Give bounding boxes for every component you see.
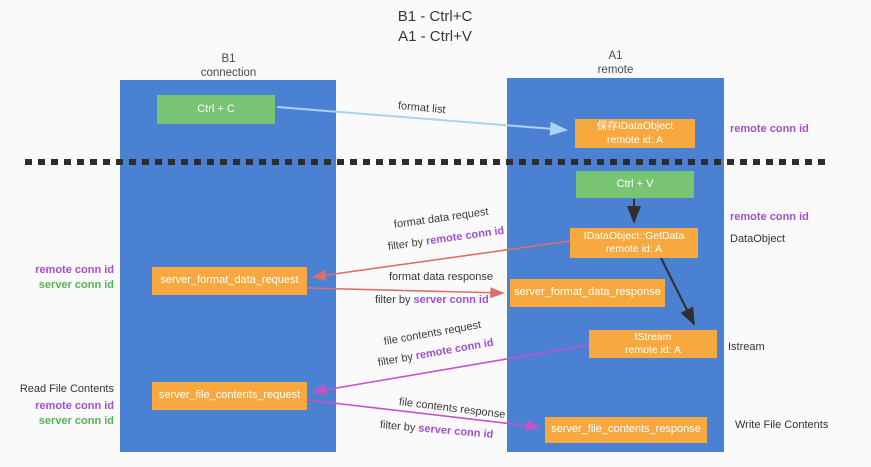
getdata-line2: remote id: A xyxy=(605,243,663,255)
right-dataobject-label: DataObject xyxy=(730,233,786,245)
server-file-contents-response-label: server_file_contents_response xyxy=(551,423,701,436)
left-remote-conn-id-top: remote conn id xyxy=(35,264,114,276)
left-column-header: B1 connection xyxy=(120,53,337,80)
ctrl-c-label: Ctrl + C xyxy=(197,102,235,115)
server-file-contents-response-box: server_file_contents_response xyxy=(545,417,707,443)
filter-by-text: filter by xyxy=(375,294,411,306)
format-data-request-label: format data request xyxy=(393,205,490,231)
filter-by-text: filter by xyxy=(387,236,424,253)
dashed-separator-line xyxy=(25,159,831,165)
server-file-contents-request-box: server_file_contents_request xyxy=(152,382,307,410)
idataobject-getdata-box: IDataObject::GetData remote id: A xyxy=(570,228,698,258)
ctrl-c-box: Ctrl + C xyxy=(157,95,275,124)
right-istream-label: Istream xyxy=(728,341,765,353)
arrow-format-data-response xyxy=(306,287,505,299)
file-contents-response-label: file contents response xyxy=(398,396,506,421)
remote-conn-id-text: remote conn id xyxy=(425,224,506,248)
filter-by-text: filter by xyxy=(376,350,414,369)
server-conn-id-text: server conn id xyxy=(417,422,494,441)
istream-box: IStream remote id: A xyxy=(589,330,717,358)
left-column-name: B1 xyxy=(221,53,236,65)
server-format-data-response-box: server_format_data_response xyxy=(510,279,665,307)
right-column-name: A1 xyxy=(608,50,623,62)
right-remote-conn-id-mid: remote conn id xyxy=(730,211,809,223)
left-remote-conn-id-bottom: remote conn id xyxy=(35,400,114,412)
ctrl-v-box: Ctrl + V xyxy=(576,171,694,198)
right-write-file-contents-label: Write File Contents xyxy=(735,419,829,431)
title-line-b1: B1 - Ctrl+C xyxy=(397,8,473,25)
format-list-label: format list xyxy=(397,100,447,117)
save-idataobject-line2: remote id: A xyxy=(606,133,664,146)
server-format-data-request-box: server_format_data_request xyxy=(152,267,307,295)
istream-line2: remote id: A xyxy=(624,344,682,356)
server-conn-id-text: server conn id xyxy=(413,294,489,306)
save-idataobject-line1: 保存IDataObject xyxy=(596,120,674,133)
left-server-conn-id-bottom: server conn id xyxy=(38,414,114,427)
right-remote-conn-id-top: remote conn id xyxy=(730,123,809,135)
left-server-conn-id-top: server conn id xyxy=(38,278,114,291)
format-data-response-label: format data response xyxy=(389,271,493,283)
left-conn-id-block-top: remote conn id server conn id xyxy=(0,263,114,293)
left-column-role: connection xyxy=(200,66,257,79)
title-line-a1: A1 - Ctrl+V xyxy=(398,27,472,45)
ctrl-v-label: Ctrl + V xyxy=(616,177,654,190)
server-format-data-request-label: server_format_data_request xyxy=(160,274,299,287)
right-column-header: A1 remote xyxy=(507,50,724,77)
right-column-role: remote xyxy=(597,63,634,76)
server-format-data-response-label: server_format_data_response xyxy=(514,286,661,299)
istream-line1: IStream xyxy=(634,330,672,343)
server-file-contents-request-label: server_file_contents_request xyxy=(158,389,301,402)
left-conn-id-block-bottom: remote conn id server conn id xyxy=(0,399,114,429)
left-read-file-contents-label: Read File Contents xyxy=(19,383,114,395)
save-idataobject-box: 保存IDataObject remote id: A xyxy=(575,119,695,148)
diagram-title: B1 - Ctrl+C A1 - Ctrl+V xyxy=(300,7,570,47)
filter-by-text: filter by xyxy=(379,419,416,435)
getdata-line1: IDataObject::GetData xyxy=(583,229,685,242)
